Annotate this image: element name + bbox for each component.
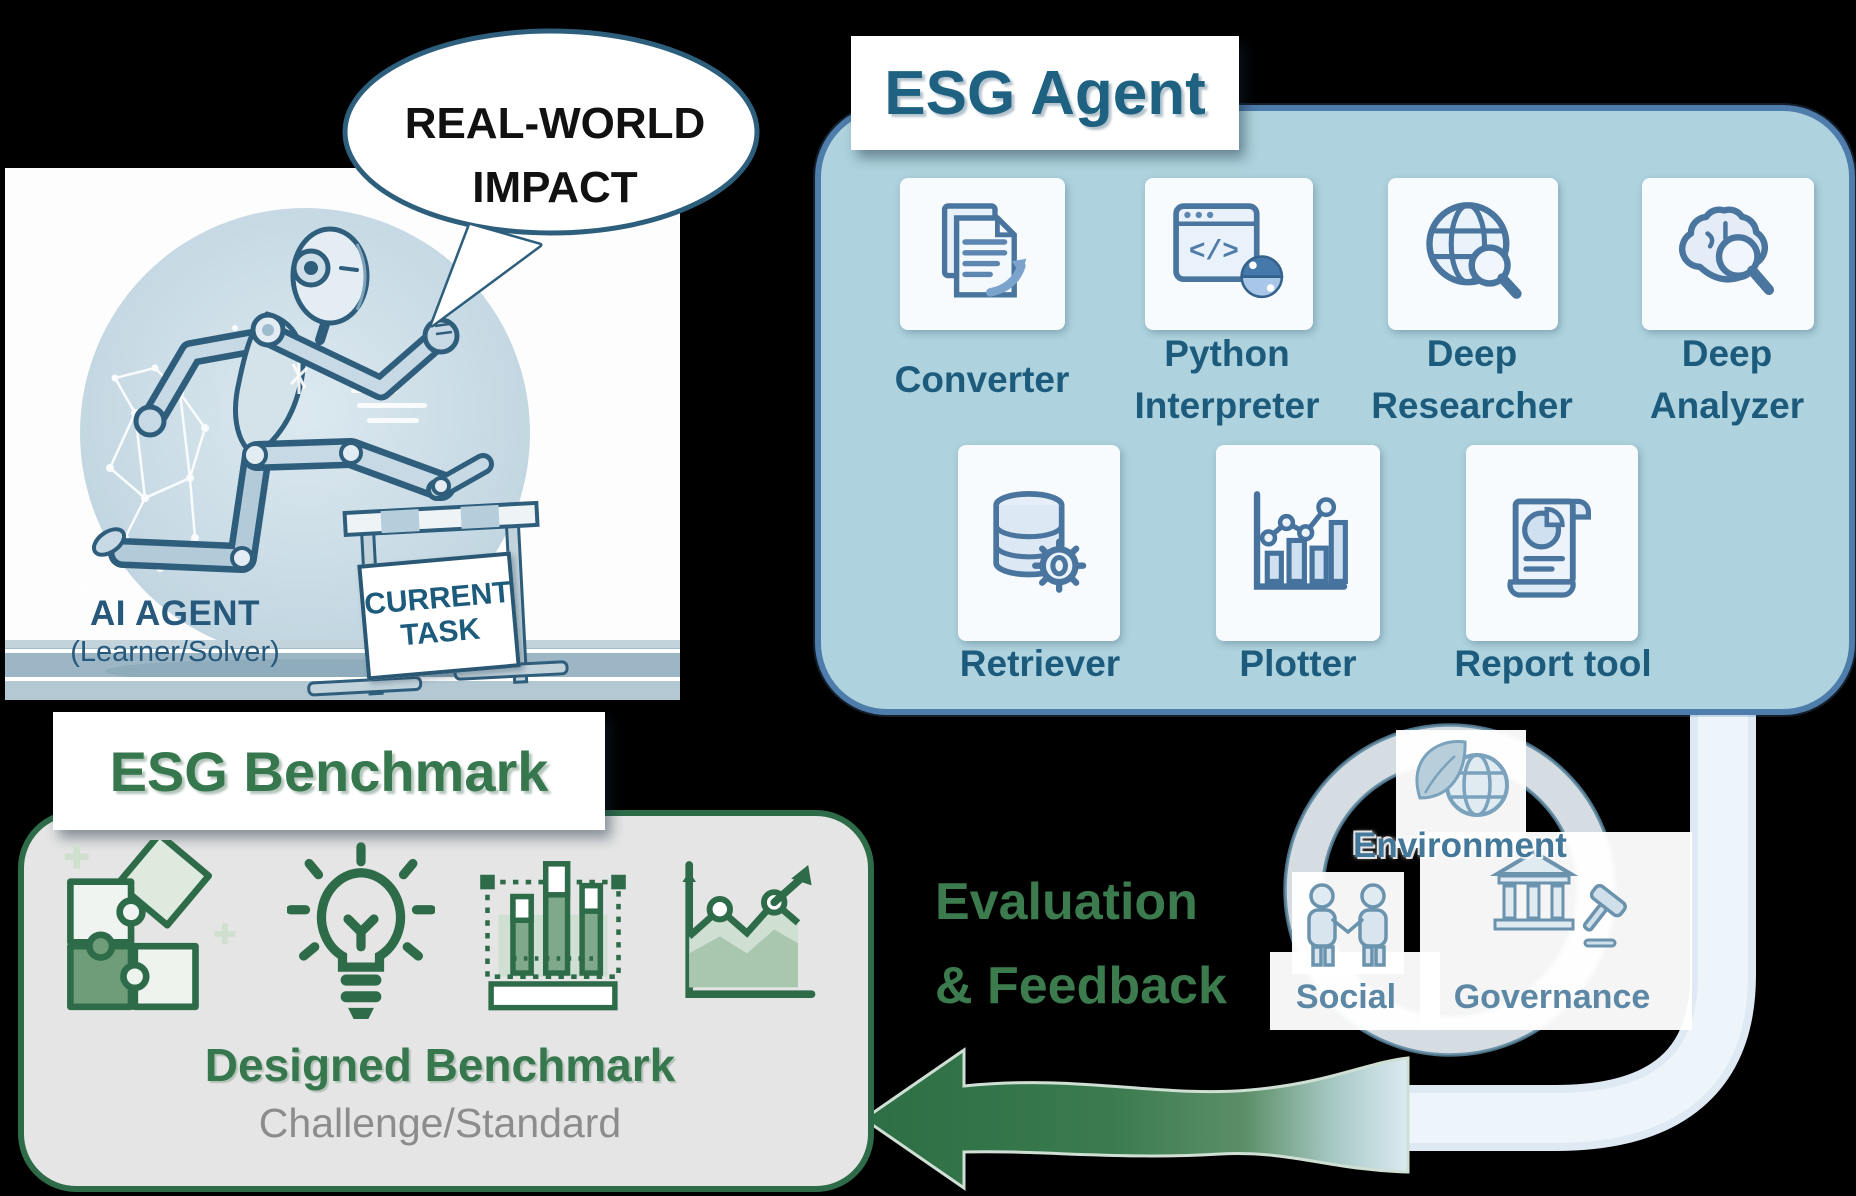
social-label: Social	[1295, 978, 1397, 1016]
esg-agent-title: ESG Agent	[884, 58, 1206, 128]
tool-card-report-tool	[1466, 445, 1638, 641]
gavel	[1582, 883, 1627, 932]
tool-label-deep-analyzer: Deep Analyzer	[1649, 333, 1805, 426]
puzzle-icon	[64, 840, 236, 1011]
speech-bubble	[342, 28, 760, 328]
lightbulb-icon	[287, 842, 435, 1019]
tool-card-plotter	[1216, 445, 1380, 641]
python-logo	[1240, 255, 1284, 299]
governance-label: Governance	[1453, 978, 1651, 1016]
database-gear-icon	[993, 491, 1087, 593]
python-code-icon: </>	[1173, 203, 1284, 299]
speech-bubble-text: REAL-WORLD IMPACT	[370, 92, 740, 220]
tool-label-report-tool: Report tool	[1454, 643, 1652, 684]
tool-card-deep-researcher	[1388, 178, 1558, 330]
esg-circle-graphic	[1270, 723, 1692, 1057]
governance-bank-gavel-icon	[1489, 849, 1627, 948]
tool-label-retriever: Retriever	[959, 643, 1121, 684]
feedback-arrow-icon	[861, 1047, 1410, 1191]
ai-agent-illustration-panel	[5, 168, 680, 700]
hurdle-sign-line2: TASK	[399, 612, 482, 653]
tool-label-deep-researcher: Deep Researcher	[1371, 333, 1573, 426]
esg-benchmark-title-card: ESG Benchmark	[53, 712, 605, 830]
esg-benchmark-title: ESG Benchmark	[109, 739, 549, 803]
evaluation-feedback-text: Evaluation & Feedback	[935, 873, 1227, 1015]
tool-label-python-interpreter: Python Interpreter	[1134, 333, 1320, 426]
tool-card-deep-analyzer	[1642, 178, 1814, 330]
robot-runner	[91, 226, 494, 573]
svg-text:</>: </>	[1189, 237, 1239, 268]
brain-magnifier-icon	[1679, 206, 1775, 295]
gear	[1032, 538, 1087, 593]
tool-card-converter	[900, 178, 1065, 330]
benchmark-caption: Designed Benchmark	[204, 1039, 676, 1091]
tool-label-converter: Converter	[894, 359, 1070, 400]
bar-line-chart-icon	[1253, 491, 1348, 590]
tool-card-python-interpreter: </>	[1145, 178, 1313, 330]
ai-agent-caption: AI AGENT (Learner/Solver)	[25, 594, 325, 669]
tool-card-retriever	[958, 445, 1120, 641]
light-blue-flow-ribbon-inner	[1300, 698, 1748, 1143]
benchmark-bars-icon	[480, 861, 626, 1011]
environment-leaf-globe-icon	[1415, 740, 1509, 817]
ai-agent-label: AI AGENT	[90, 594, 260, 633]
social-label-card	[1270, 952, 1440, 1030]
robot-runner-illustration	[5, 208, 680, 700]
benchmark-subcaption: Challenge/Standard	[258, 1100, 622, 1146]
environment-label: Environment	[1353, 826, 1567, 865]
report-scroll-icon	[1507, 498, 1591, 598]
tool-label-plotter: Plotter	[1239, 643, 1357, 684]
bubble-line2: IMPACT	[472, 163, 638, 212]
social-handshake-icon	[1307, 883, 1388, 967]
document-convert-icon	[941, 203, 1026, 298]
hurdle-sign: CURRENT TASK	[357, 551, 521, 681]
esg-agent-title-card: ESG Agent	[851, 36, 1239, 150]
globe-magnifier-icon	[1426, 202, 1522, 299]
ai-agent-sublabel: (Learner/Solver)	[70, 636, 280, 668]
trend-chart-icon	[682, 861, 816, 999]
bubble-line1: REAL-WORLD	[404, 99, 706, 148]
